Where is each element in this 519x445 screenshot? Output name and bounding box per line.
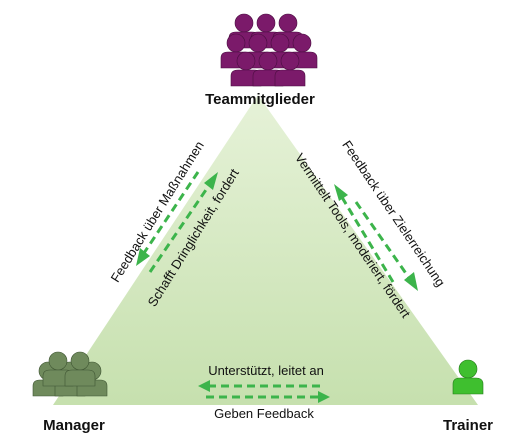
bottom-edge-arrows (198, 380, 330, 403)
bottom-top-arrowhead (198, 380, 210, 392)
right-outer-arrowhead (404, 272, 418, 291)
edge-label-give-feedback: Geben Feedback (214, 406, 314, 421)
left-inner-arrowhead (204, 172, 218, 190)
bottom-bottom-arrowhead (318, 391, 330, 403)
node-label-team-members: Teammitglieder (205, 91, 315, 108)
right-inner-arrow (338, 193, 395, 283)
right-outer-arrow (354, 201, 414, 283)
left-edge-arrows (136, 171, 218, 273)
left-outer-arrow (140, 171, 200, 257)
node-label-manager: Manager (43, 417, 105, 434)
relationship-triangle (53, 95, 478, 405)
right-inner-arrowhead (334, 184, 348, 201)
right-edge-arrows (334, 184, 418, 291)
left-outer-arrowhead (136, 248, 150, 266)
node-label-trainer: Trainer (443, 417, 493, 434)
team-members-icon (220, 13, 318, 87)
edge-label-supports: Unterstützt, leitet an (208, 363, 324, 378)
left-inner-arrow (148, 180, 214, 273)
